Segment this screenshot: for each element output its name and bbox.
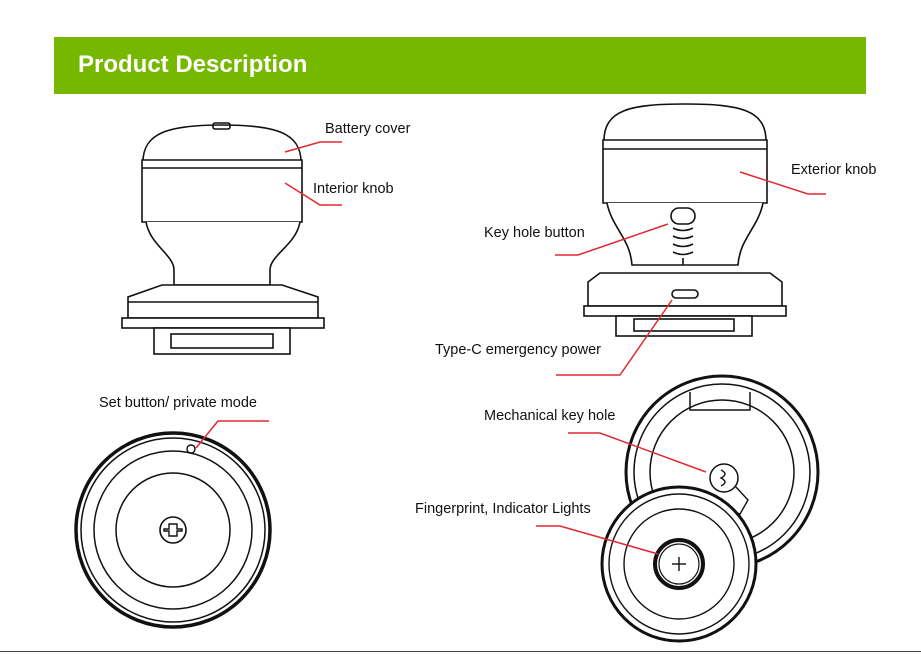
label-type-c-power: Type-C emergency power [435,342,601,358]
label-exterior-knob: Exterior knob [791,162,876,178]
page-bottom-rule [0,651,921,652]
label-battery-cover: Battery cover [325,121,410,137]
label-mechanical-key-hole: Mechanical key hole [484,408,615,424]
exterior-knob-front-drawing [602,376,818,641]
label-interior-knob: Interior knob [313,181,394,197]
interior-knob-drawing [122,123,324,354]
interior-knob-front-drawing [76,433,270,627]
label-fingerprint-lights: Fingerprint, Indicator Lights [415,501,591,517]
label-key-hole-button: Key hole button [484,225,585,241]
exterior-knob-drawing [584,104,786,336]
label-set-button: Set button/ private mode [99,395,257,411]
